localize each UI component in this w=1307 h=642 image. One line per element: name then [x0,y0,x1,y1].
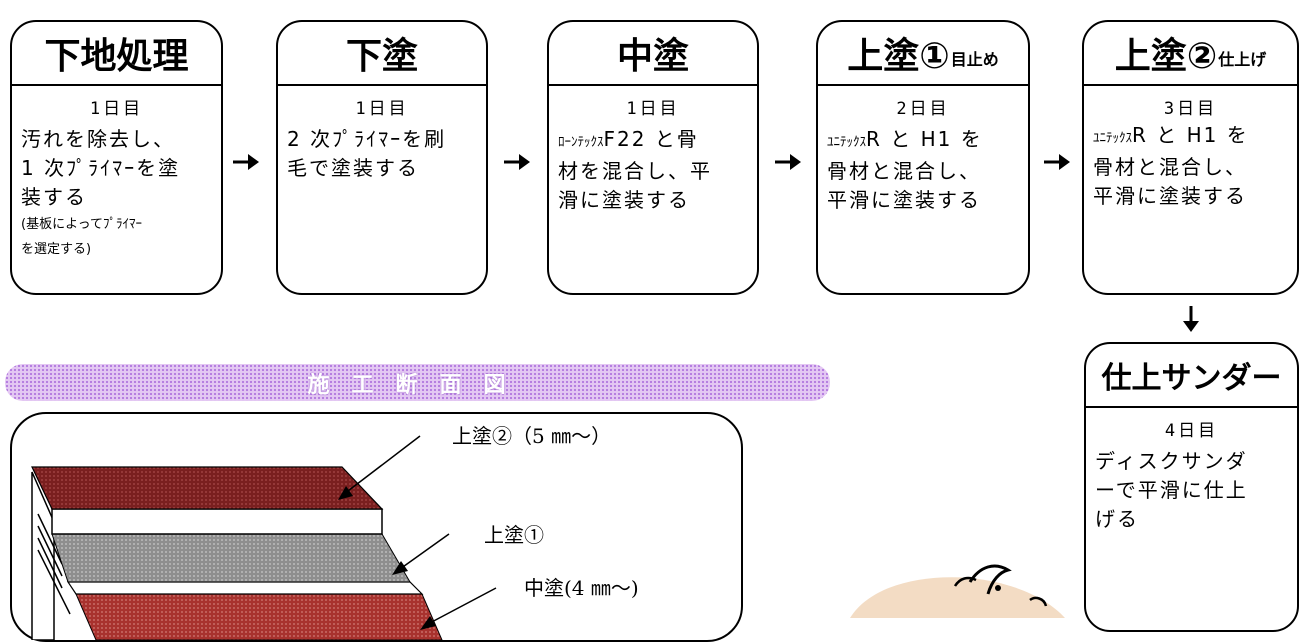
section-diagram-banner: 施工断面図 [5,364,830,401]
step-title: 下地処理 [12,22,221,86]
step-description: ディスクサンダ ーで平滑に仕上 げる [1095,449,1248,531]
label-topcoat-1: 上塗① [484,523,544,547]
step-day: 3日目 [1163,99,1218,119]
cross-section-frame: 上塗②（5 ㎜～） 上塗① 中塗(4 ㎜～) [10,412,743,642]
label-midcoat: 中塗(4 ㎜～) [524,576,639,600]
step-title: 下塗 [278,22,486,86]
step-day: 2日目 [896,99,950,119]
layer-white-band [51,508,383,535]
step-title: 仕上サンダー [1086,344,1297,408]
arrow-right-icon [504,154,530,170]
layer-side-edge [31,471,55,640]
worker-illustration [850,564,1065,618]
step-day: 1日目 [89,99,144,119]
step-card-midcoat: 中塗 1日目 ﾛｰﾝﾃｯｸｽF22 と骨 材を混合し、平 滑に塗装する [547,20,759,295]
step-description: 汚れを除去し、 1 次ﾌﾟﾗｲﾏｰを塗 装する [21,127,181,209]
layer-white-band-lower [66,581,424,595]
layer-midcoat [75,593,443,640]
step-card-surface-prep: 下地処理 1日目 汚れを除去し、 1 次ﾌﾟﾗｲﾏｰを塗 装する (基板によって… [10,20,223,295]
label-topcoat-2: 上塗②（5 ㎜～） [452,424,612,448]
step-description: ﾛｰﾝﾃｯｸｽF22 と骨 材を混合し、平 滑に塗装する [558,127,712,212]
step-day: 1日目 [355,99,409,119]
step-title: 中塗 [549,22,757,86]
step-day: 4日目 [1164,421,1219,441]
arrow-right-icon [775,154,801,170]
step-card-undercoat: 下塗 1日目 2 次ﾌﾟﾗｲﾏｰを刷 毛で塗装する [276,20,488,295]
arrow-down-icon [1183,306,1199,332]
layer-cross-section-illustration [31,435,497,640]
arrow-right-icon [1044,154,1070,170]
step-description: 2 次ﾌﾟﾗｲﾏｰを刷 毛で塗装する [287,127,447,180]
step-description: ﾕﾆﾃｯｸｽR と H1 を 骨材と混合し、 平滑に塗装する [1093,123,1249,208]
step-day: 1日目 [626,99,680,119]
step-note: (基板によってﾌﾟﾗｲﾏｰ を選定する) [21,217,143,257]
step-description: ﾕﾆﾃｯｸｽR と H1 を 骨材と混合し、 平滑に塗装する [827,127,983,212]
layer-topcoat-2 [31,466,384,510]
step-card-final-sander: 仕上サンダー 4日目 ディスクサンダ ーで平滑に仕上 げる [1084,342,1299,632]
layer-topcoat-1 [51,533,411,583]
arrow-right-icon [233,154,259,170]
